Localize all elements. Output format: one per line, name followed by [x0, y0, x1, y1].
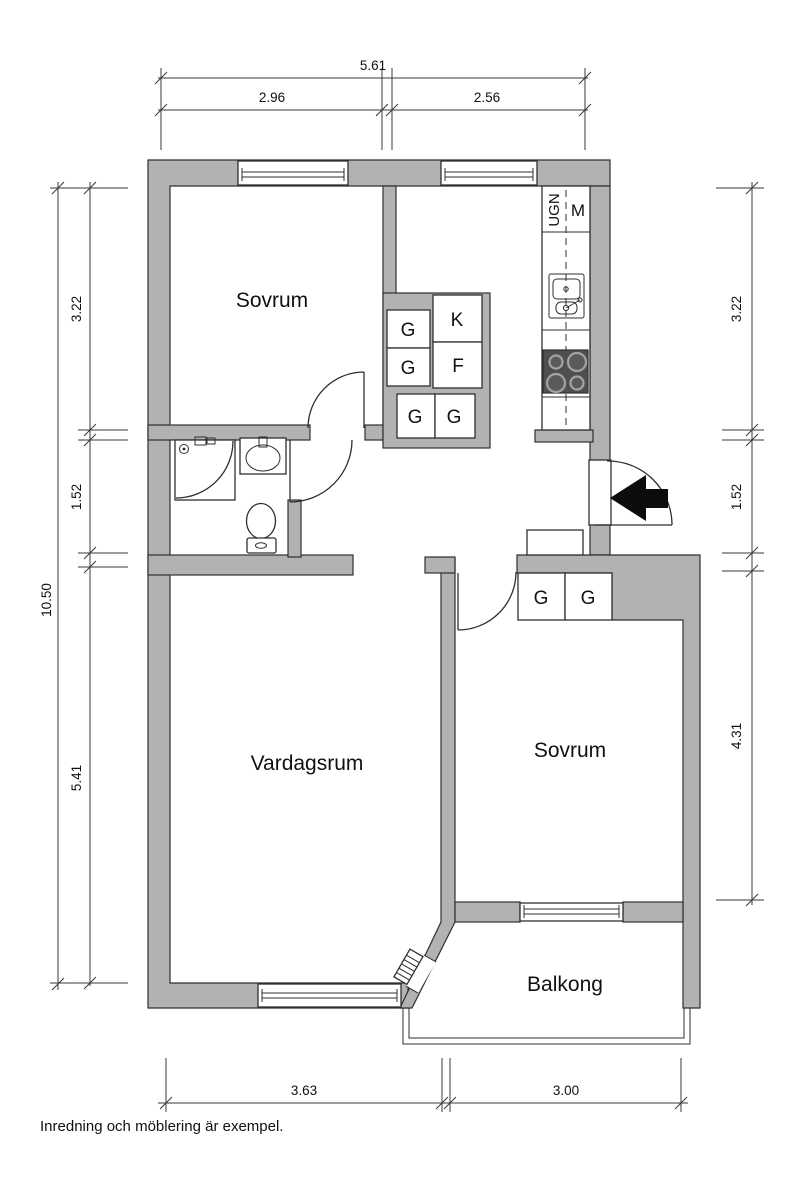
wall-bedroom2-left-and-chamfer [399, 557, 456, 1009]
walls [147, 159, 701, 1009]
wall-bathroom-right [287, 499, 302, 558]
kitchen-fixtures: UGN M [541, 185, 591, 431]
burner [569, 375, 585, 391]
fridge-box [432, 294, 483, 343]
burner [545, 372, 567, 394]
wall-hall-step [424, 556, 456, 574]
label-wardrobe: G [534, 588, 549, 609]
doors [289, 371, 673, 994]
dim-bottom-right: 3.00 [553, 1083, 579, 1098]
dim-top-left: 2.96 [259, 90, 285, 105]
hall-shelf [526, 529, 584, 556]
wall-bedroom2-window-left [454, 901, 521, 923]
label-freezer: F [452, 356, 464, 377]
footer-note: Inredning och möblering är exempel. [40, 1118, 283, 1135]
burner [548, 354, 564, 370]
washbasin [239, 436, 287, 475]
entry-door-opening [588, 459, 612, 526]
dim-left-seg2: 1.52 [69, 484, 84, 510]
label-wardrobe: G [447, 407, 462, 428]
dim-left-seg1: 3.22 [69, 296, 84, 322]
label-microwave: M [571, 201, 585, 220]
label-wardrobe: G [401, 320, 416, 341]
burner [566, 351, 588, 373]
toilet [245, 502, 277, 554]
dimension-chain-top: 5.61 2.96 2.56 [154, 58, 592, 150]
kitchen-sink [548, 273, 585, 319]
door-bedroom2 [457, 571, 517, 631]
wall-bedroom2-window-right [622, 901, 684, 923]
label-living-room: Vardagsrum [251, 752, 364, 775]
wall-kitchen-stub [534, 429, 594, 443]
wall-exterior-left-top-bottom [147, 159, 611, 1009]
window-living-room [257, 983, 402, 1008]
dim-bottom-left: 3.63 [291, 1083, 317, 1098]
label-balcony: Balkong [527, 973, 603, 996]
dim-top-right: 2.56 [474, 90, 500, 105]
dim-top-overall: 5.61 [360, 58, 386, 73]
wall-right-step-and-lower [516, 554, 701, 1009]
entry-arrow-icon [610, 475, 668, 521]
windows [237, 160, 624, 1008]
closet-box [386, 347, 431, 387]
room-labels: Sovrum Vardagsrum Sovrum Balkong [236, 289, 606, 996]
door-bathroom [289, 439, 353, 503]
door-balcony [393, 948, 437, 994]
window-bedroom2 [519, 902, 624, 922]
dim-right-seg2: 1.52 [729, 484, 744, 510]
closet-box [564, 572, 613, 621]
stove [542, 349, 589, 394]
closets: G G K F G G G G [386, 294, 613, 621]
dim-left-seg3: 5.41 [69, 765, 84, 791]
label-wardrobe: G [581, 588, 596, 609]
label-fridge: K [451, 310, 464, 331]
shower [174, 436, 236, 501]
closet-box [434, 393, 476, 439]
dimension-chain-bottom: 3.63 3.00 [158, 1058, 688, 1112]
balcony-railing [402, 1008, 691, 1045]
label-oven: UGN [546, 193, 563, 226]
label-bedroom-1: Sovrum [236, 289, 308, 312]
freezer-box [432, 341, 483, 389]
dimension-chain-left: 10.50 3.22 1.52 5.41 [39, 181, 128, 991]
label-wardrobe: G [408, 407, 423, 428]
dim-left-overall: 10.50 [39, 583, 54, 617]
closet-box [396, 393, 436, 439]
bathroom-fixtures [174, 436, 287, 554]
label-wardrobe: G [401, 358, 416, 379]
door-entry [594, 460, 673, 526]
dimension-chain-right: 3.22 1.52 4.31 [716, 181, 764, 907]
window-kitchen [440, 160, 538, 186]
dim-right-seg1: 3.22 [729, 296, 744, 322]
window-bedroom1 [237, 160, 349, 186]
door-bedroom1 [307, 371, 365, 429]
label-bedroom-2: Sovrum [534, 739, 606, 762]
dim-right-seg3: 4.31 [729, 723, 744, 749]
wall-bathroom-bottom [147, 554, 354, 576]
